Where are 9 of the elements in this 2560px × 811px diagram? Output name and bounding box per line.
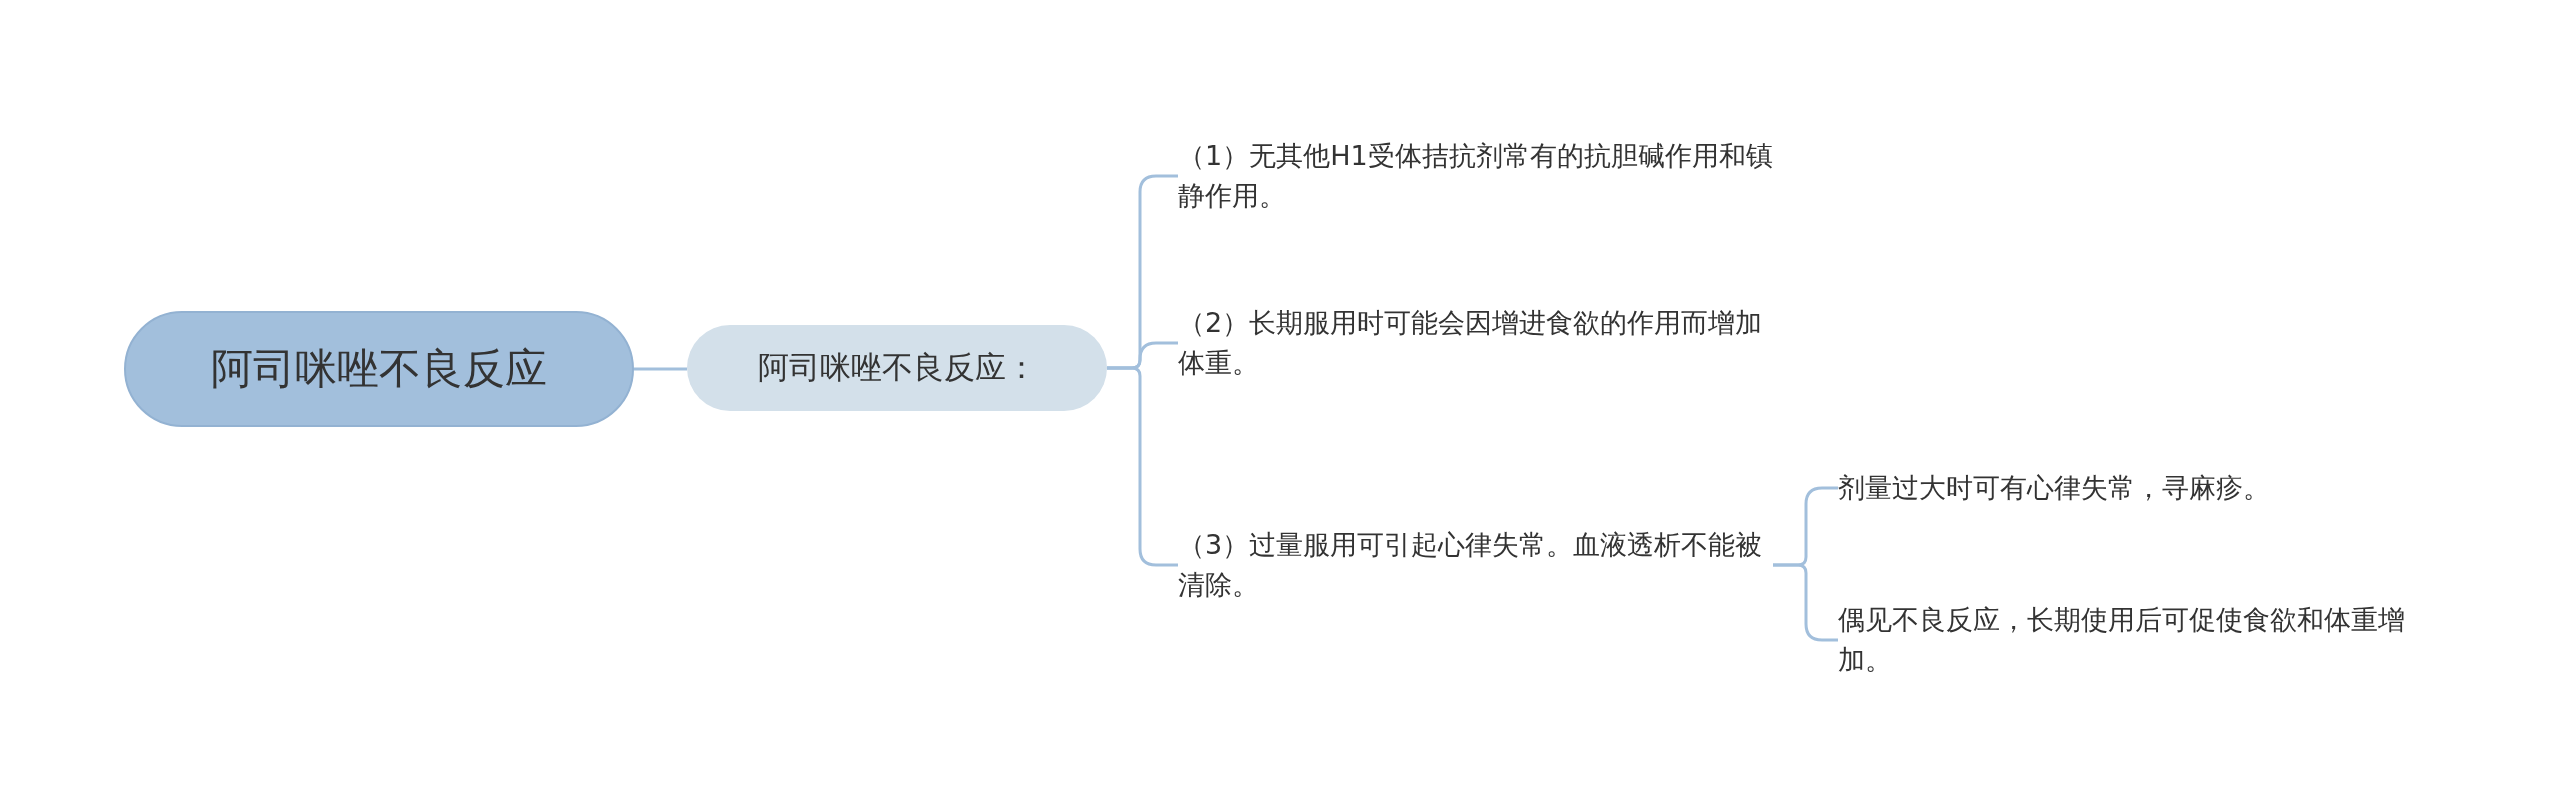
branch-text: （2）长期服用时可能会因增进食欲的作用而增加体重。 — [1178, 303, 1773, 383]
branch-text: （3）过量服用可引起心律失常。血液透析不能被清除。 — [1178, 525, 1773, 605]
connector-line — [634, 367, 687, 371]
subtopic-pill: 阿司咪唑不良反应： — [687, 325, 1107, 411]
connector-line — [1107, 366, 1178, 567]
branch-text: 偶见不良反应，长期使用后可促使食欲和体重增加。 — [1838, 600, 2438, 680]
branch-text: （1）无其他H1受体拮抗剂常有的抗胆碱作用和镇静作用。 — [1178, 136, 1773, 216]
topic-pill: 阿司咪唑不良反应 — [124, 311, 634, 427]
branch-text: 剂量过大时可有心律失常，寻麻疹。 — [1838, 468, 2438, 508]
